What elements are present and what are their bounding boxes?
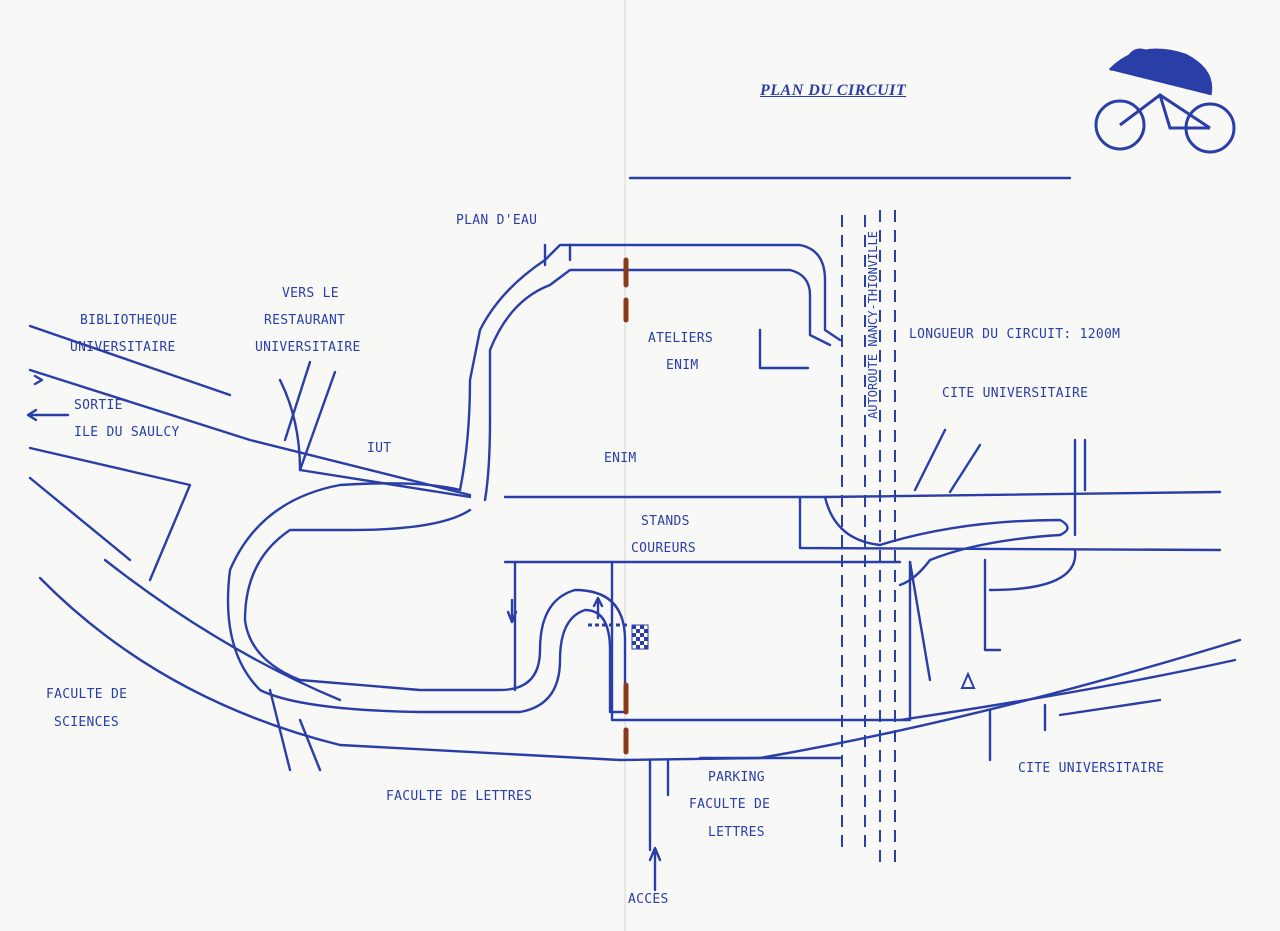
circuit-loop-outer bbox=[458, 243, 842, 492]
label-ateliers: ATELIERS bbox=[648, 331, 714, 346]
road-sciences-lower bbox=[38, 576, 622, 762]
circuit-east-return bbox=[798, 495, 1222, 552]
label-stands: STANDS bbox=[641, 514, 690, 529]
label-vers-le: VERS LE bbox=[282, 286, 339, 301]
road-saulcy-a bbox=[28, 446, 192, 582]
label-iut: IUT bbox=[367, 441, 392, 456]
direction-arrow-icon bbox=[26, 408, 70, 422]
road-cite-east bbox=[1073, 438, 1087, 537]
road-bibliotheque-lower bbox=[28, 368, 472, 497]
label-ile-du-saulcy: ILE DU SAULCY bbox=[74, 425, 180, 440]
road-sciences-upper bbox=[103, 558, 342, 702]
circuit-straight-top bbox=[503, 495, 882, 547]
label-coureurs: COUREURS bbox=[631, 541, 697, 556]
label-restaurant: RESTAURANT bbox=[264, 313, 346, 328]
road-cite-right bbox=[988, 548, 1077, 592]
direction-arrow-icon bbox=[648, 846, 662, 892]
label-acces: ACCES bbox=[628, 892, 669, 907]
road-bottom-sweep bbox=[618, 638, 1242, 762]
direction-arrow-icon bbox=[33, 374, 44, 386]
road-restaurant-a bbox=[283, 360, 312, 442]
triangle-marker-icon bbox=[960, 671, 976, 689]
road-bibliotheque-upper bbox=[28, 324, 232, 397]
label-bibliotheque: BIBLIOTHEQUE bbox=[80, 313, 178, 328]
road-cite-bottom-c bbox=[1058, 698, 1162, 717]
center-fold bbox=[624, 0, 626, 931]
label-longueur-circuit: LONGUEUR DU CIRCUIT: 1200M bbox=[909, 327, 1121, 342]
circuit-hairpin-outer bbox=[226, 482, 627, 714]
cyclist-logo-icon bbox=[1094, 48, 1236, 154]
circuit-loop-inner bbox=[483, 268, 832, 502]
road-cite-box bbox=[908, 558, 1002, 682]
ateliers-block bbox=[758, 328, 810, 370]
direction-arrow-icon bbox=[506, 598, 518, 624]
label-faculte-de-sciences: FACULTE DE bbox=[46, 687, 128, 702]
plan-deau-connector bbox=[543, 243, 572, 267]
label-universitaire-bibliotheque: UNIVERSITAIRE bbox=[70, 340, 176, 355]
label-parking: PARKING bbox=[708, 770, 765, 785]
road-faculte-sciences-a bbox=[268, 688, 292, 772]
label-faculte-de-parking: FACULTE DE bbox=[689, 797, 771, 812]
label-lettres-parking: LETTRES bbox=[708, 825, 765, 840]
checkered-flag-icon bbox=[631, 624, 649, 650]
map-title: PLAN DU CIRCUIT bbox=[760, 82, 907, 99]
circuit-stands-box bbox=[513, 560, 912, 722]
label-cite-universitaire-bottom: CITE UNIVERSITAIRE bbox=[1018, 761, 1165, 776]
label-autoroute: AUTOROUTE NANCY-THIONVILLE bbox=[866, 231, 880, 419]
circuit-east-loop bbox=[878, 518, 1069, 587]
road-cite-diag-b bbox=[948, 443, 982, 494]
road-bottom-sweep-2 bbox=[898, 658, 1237, 722]
circuit-hairpin-inner bbox=[243, 508, 627, 692]
circuit-east-loop-outer bbox=[823, 490, 1222, 499]
road-cite-diag-a bbox=[913, 428, 947, 492]
label-faculte-de-lettres: FACULTE DE LETTRES bbox=[386, 789, 533, 804]
label-universitaire-restaurant: UNIVERSITAIRE bbox=[255, 340, 361, 355]
label-sciences: SCIENCES bbox=[54, 715, 120, 730]
label-enim-ateliers: ENIM bbox=[666, 358, 699, 373]
road-iut-diagonal bbox=[278, 378, 472, 499]
label-plan-deau: PLAN D'EAU bbox=[456, 213, 538, 228]
road-restaurant-b bbox=[298, 370, 337, 472]
direction-arrow-icon bbox=[592, 596, 604, 620]
label-enim: ENIM bbox=[604, 451, 637, 466]
label-cite-universitaire-top: CITE UNIVERSITAIRE bbox=[942, 386, 1089, 401]
label-sortie: SORTIE bbox=[74, 398, 123, 413]
road-faculte-sciences-b bbox=[298, 718, 322, 772]
road-saulcy-b bbox=[28, 476, 132, 562]
